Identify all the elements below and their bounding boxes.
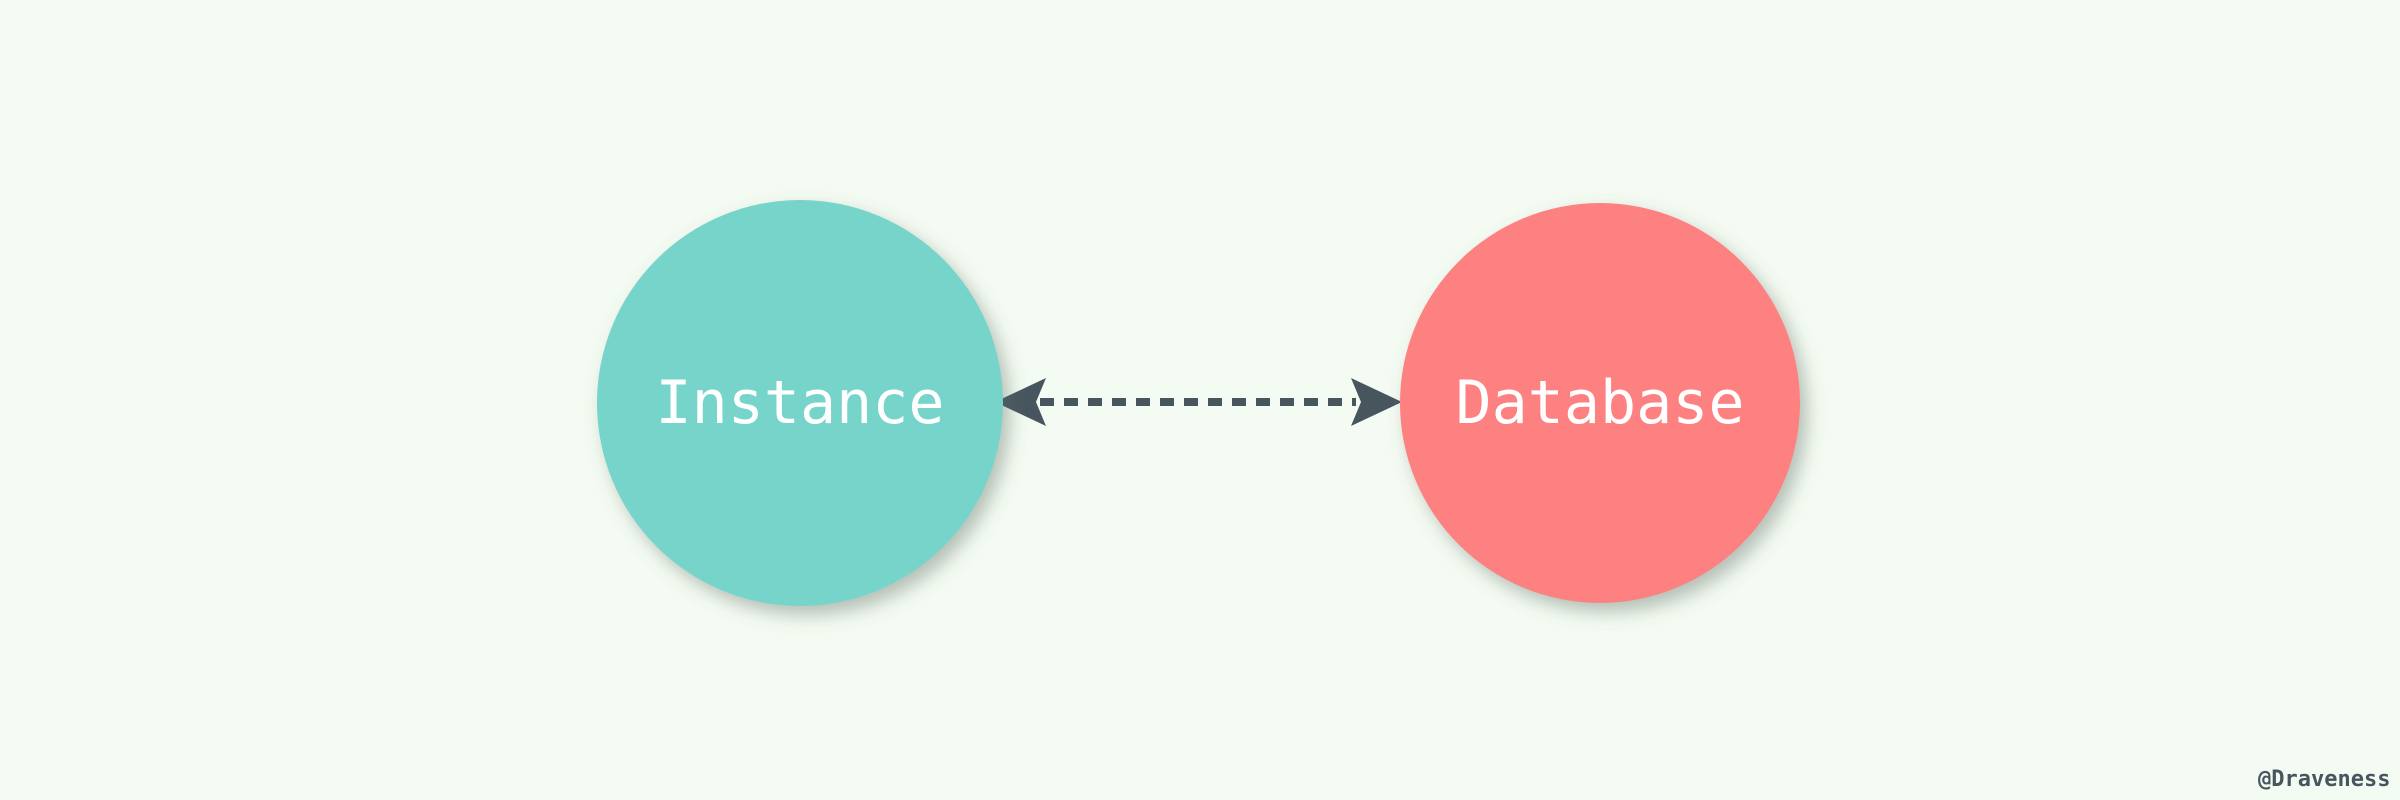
watermark-label: @Draveness <box>2258 767 2390 792</box>
node-database-label: Database <box>1456 368 1745 438</box>
edge-instance-database[interactable] <box>995 378 1402 426</box>
node-database-shape <box>1400 203 1800 603</box>
arrowhead-right-icon <box>1351 378 1402 426</box>
arrowhead-left-icon <box>995 378 1046 426</box>
node-instance[interactable]: Instance <box>597 200 1003 606</box>
node-instance-shape <box>597 200 1003 606</box>
node-database[interactable]: Database <box>1400 203 1800 603</box>
node-instance-label: Instance <box>656 368 945 438</box>
